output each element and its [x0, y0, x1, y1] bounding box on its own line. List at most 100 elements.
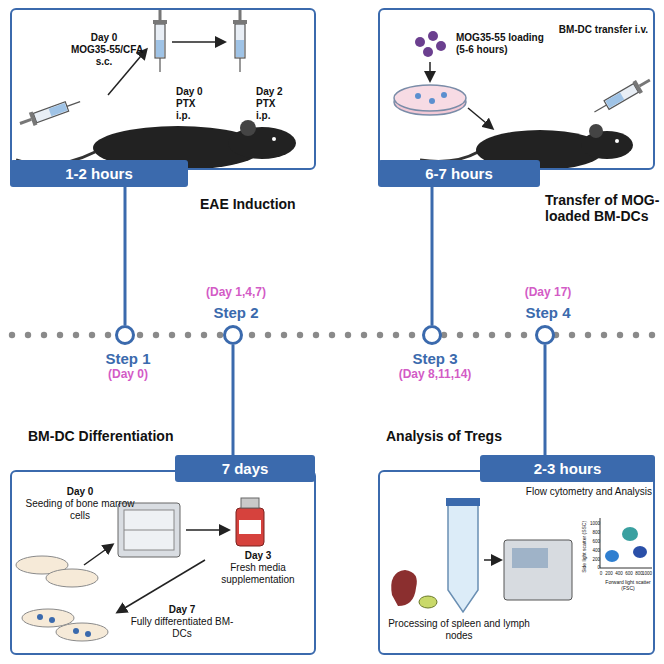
duration-tab: 6-7 hours	[378, 160, 540, 187]
panel-text: Day 0	[74, 32, 134, 44]
panel-text: 1000	[582, 521, 600, 526]
timeline-dot	[617, 332, 623, 338]
step-label: Step 4	[488, 304, 608, 321]
timeline-dot	[313, 332, 319, 338]
panel-text: Day 7	[122, 604, 242, 616]
panel-text: 800	[582, 530, 600, 535]
panel-text: MOG35-55/CFA	[52, 44, 162, 56]
timeline-dot	[57, 332, 63, 338]
panel-text: Forward light scatter (FSC)	[600, 580, 656, 592]
timeline-dot	[569, 332, 575, 338]
duration-tab: 1-2 hours	[10, 160, 188, 187]
timeline-dot	[361, 332, 367, 338]
duration-label: 2-3 hours	[534, 460, 602, 477]
section-heading: BM-DC Differentiation	[28, 428, 208, 444]
timeline-connector	[232, 345, 235, 455]
timeline-dot	[377, 332, 383, 338]
petri-dish	[394, 31, 466, 115]
step-circle: Step 1(Day 0)	[115, 325, 135, 345]
spleen-lymph-tube	[391, 498, 652, 612]
timeline-dot	[633, 332, 639, 338]
timeline-dot	[505, 332, 511, 338]
panel-text: PTX	[176, 98, 220, 110]
timeline-dot	[153, 332, 159, 338]
timeline-connector	[431, 187, 434, 325]
panel: Flow cytometry and AnalysisProcessing of…	[378, 470, 655, 655]
panel-text: i.p.	[256, 110, 300, 122]
panel-text: Seeding of bone marrow cells	[20, 498, 140, 521]
culture-dishes	[16, 498, 264, 641]
timeline-dot	[393, 332, 399, 338]
duration-tab: 2-3 hours	[480, 455, 655, 482]
timeline-dot	[457, 332, 463, 338]
step-label: Step 2	[176, 304, 296, 321]
syringe	[18, 95, 83, 130]
panel-text: Flow cytometry and Analysis	[492, 486, 652, 498]
panel-text: 400	[582, 548, 600, 553]
panel-text: Day 3	[206, 550, 310, 562]
timeline-dot	[169, 332, 175, 338]
panel-text: Processing of spleen and lymph nodes	[384, 618, 534, 641]
timeline-dot	[249, 332, 255, 338]
step-circle: (Day 1,4,7)Step 2	[223, 325, 243, 345]
panel-text: Side light scatter (SSC)	[582, 512, 588, 582]
timeline-dot	[345, 332, 351, 338]
timeline-dot	[73, 332, 79, 338]
syringe	[153, 8, 167, 72]
timeline-dot	[329, 332, 335, 338]
timeline-dot	[489, 332, 495, 338]
syringe	[233, 8, 247, 72]
timeline-dot	[521, 332, 527, 338]
panel-text: Day 0	[20, 486, 140, 498]
timeline-dot	[137, 332, 143, 338]
panel-text: BM-DC transfer i.v.	[530, 24, 648, 36]
timeline-dot	[265, 332, 271, 338]
step-label: (Day 0)	[68, 368, 188, 382]
timeline-dot	[9, 332, 15, 338]
duration-label: 7 days	[222, 460, 269, 477]
step-label: Step 1	[68, 350, 188, 367]
panel: Day 0MOG35-55/CFAs.c.Day 0PTXi.p.Day 2PT…	[10, 8, 316, 170]
panel-text: i.p.	[176, 110, 220, 122]
panel-text: 600	[582, 539, 600, 544]
timeline-dot	[105, 332, 111, 338]
timeline-connector	[124, 187, 127, 325]
step-label: Step 3	[375, 350, 495, 367]
panel-text: 200	[602, 571, 616, 576]
timeline-dot	[297, 332, 303, 338]
timeline-dot	[41, 332, 47, 338]
timeline-dot	[201, 332, 207, 338]
step-circle: Step 3(Day 8,11,14)	[422, 325, 442, 345]
panel-text: 1000	[640, 571, 654, 576]
timeline-dot	[601, 332, 607, 338]
step-circle: (Day 17)Step 4	[535, 325, 555, 345]
panel-text: 600	[622, 571, 636, 576]
panel-text: Day 2	[256, 86, 300, 98]
duration-label: 1-2 hours	[65, 165, 133, 182]
section-heading: Analysis of Tregs	[386, 428, 546, 444]
panel-text: Fresh media supplementation	[206, 562, 310, 585]
panel-text: 400	[612, 571, 626, 576]
panel-text: Fully differentiated BM-DCs	[122, 616, 242, 639]
duration-label: 6-7 hours	[425, 165, 493, 182]
timeline-dot	[25, 332, 31, 338]
section-heading: Transfer of MOG-loaded BM-DCs	[545, 192, 660, 224]
panel-text: 0	[582, 565, 600, 570]
step-label: (Day 1,4,7)	[176, 286, 296, 300]
step-label: (Day 8,11,14)	[375, 368, 495, 382]
timeline-dot	[281, 332, 287, 338]
syringe	[591, 74, 653, 118]
panel: MOG35-55 loading (5-6 hours)BM-DC transf…	[378, 8, 655, 170]
timeline-dot	[89, 332, 95, 338]
timeline-dot	[409, 332, 415, 338]
panel: Day 0Seeding of bone marrow cellsDay 3Fr…	[10, 470, 316, 655]
timeline-dot	[185, 332, 191, 338]
panel-text: s.c.	[74, 56, 134, 68]
timeline-dot	[473, 332, 479, 338]
section-heading: EAE Induction	[200, 196, 320, 212]
timeline-dot	[585, 332, 591, 338]
panel-text: PTX	[256, 98, 300, 110]
panel-text: 200	[582, 557, 600, 562]
